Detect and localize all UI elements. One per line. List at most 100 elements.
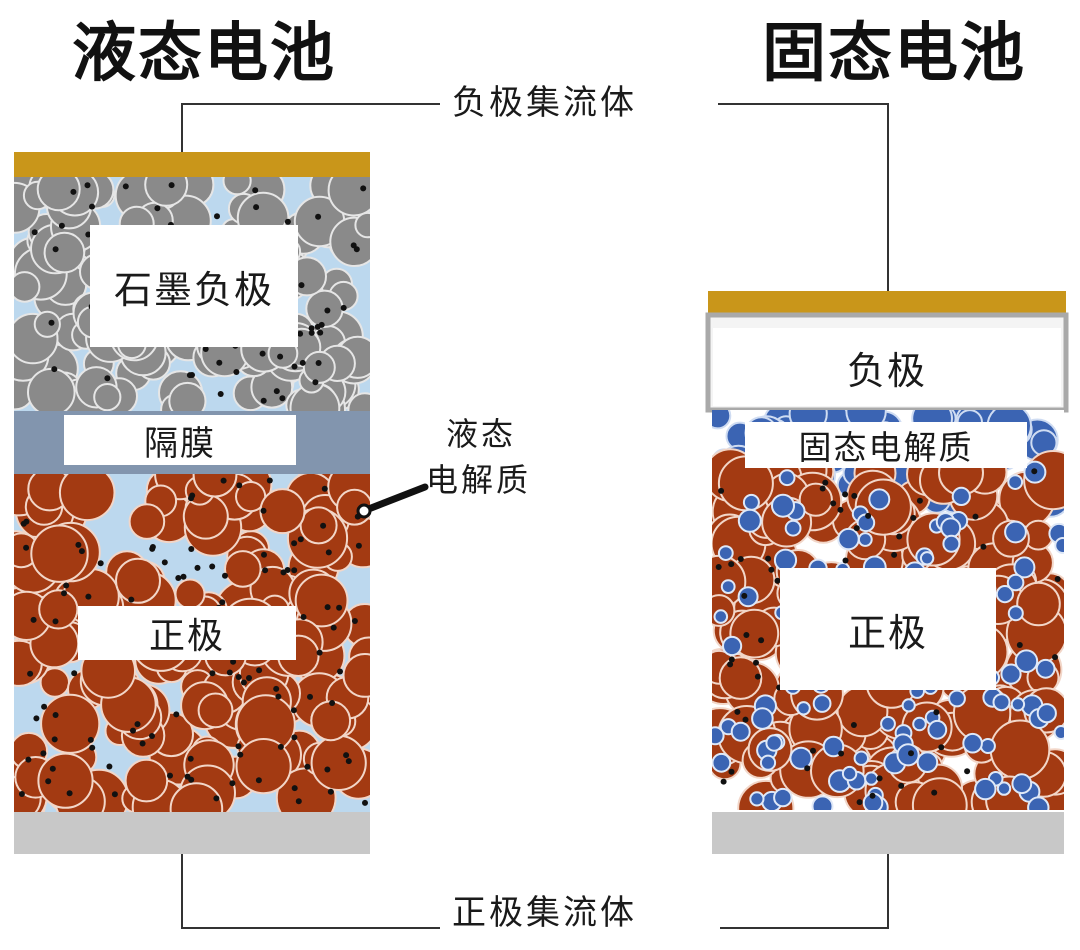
lithium-dot	[154, 205, 161, 212]
lithium-dot	[291, 734, 298, 741]
solid-electrolyte-particle	[951, 486, 971, 506]
lithium-dot	[1054, 576, 1061, 582]
lithium-dot	[97, 560, 104, 567]
graphite-particle	[327, 177, 370, 217]
solid-electrolyte-particle	[1013, 556, 1036, 579]
lithium-dot	[327, 788, 334, 795]
solid-electrolyte-particle	[712, 752, 732, 773]
lithium-dot	[851, 492, 858, 499]
lithium-dot	[353, 246, 360, 253]
lithium-dot	[324, 604, 331, 611]
solid-electrolyte-particle	[919, 551, 935, 566]
lithium-dot	[237, 751, 244, 758]
lithium-dot	[52, 246, 59, 253]
solid-electrolyte-particle	[822, 735, 845, 758]
lithium-dot	[51, 366, 58, 373]
lithium-dot	[938, 744, 945, 751]
lithium-dot	[343, 752, 350, 759]
solid-electrolyte-particle	[730, 721, 751, 742]
lithium-dot	[235, 674, 242, 680]
lithium-dot	[337, 668, 343, 675]
cathode-particle	[38, 589, 79, 630]
cathode-particle	[115, 557, 161, 604]
lithium-dot	[360, 185, 367, 192]
solid-electrolyte-particle	[1053, 725, 1064, 740]
solid-electrolyte-particle	[1010, 697, 1026, 712]
solid-electrolyte-particle	[896, 743, 920, 767]
lithium-dot	[184, 773, 191, 780]
lithium-dot	[876, 775, 883, 782]
cathode-particle	[989, 719, 1051, 781]
solid-cathode-label: 正极	[780, 568, 996, 690]
solid-electrolyte-particle	[1006, 573, 1025, 592]
solid-electrolyte-particle	[901, 698, 916, 713]
solid-electrolyte-particle	[812, 694, 832, 713]
leader-liquid-anode-collector	[181, 103, 440, 152]
lithium-dot	[52, 712, 59, 718]
graphite-particle	[14, 271, 41, 303]
solid-electrolyte-particle	[765, 734, 783, 752]
lithium-dot	[908, 750, 914, 757]
lithium-dot	[75, 541, 82, 548]
lithium-dot	[186, 372, 193, 379]
lithium-dot	[273, 685, 280, 692]
solid-electrolyte-particle	[974, 777, 997, 801]
lithium-dot	[869, 792, 876, 799]
lithium-dot	[23, 544, 30, 551]
lithium-dot	[720, 778, 727, 785]
lithium-dot	[78, 548, 85, 555]
lithium-dot	[236, 482, 243, 489]
lithium-dot	[149, 544, 156, 550]
lithium-dot	[315, 213, 322, 220]
lithium-dot	[40, 750, 47, 757]
lithium-dot	[838, 750, 845, 757]
graphite-particle	[43, 231, 86, 274]
graphite-particle	[144, 177, 189, 207]
lithium-dot	[718, 487, 725, 494]
lithium-dot	[315, 360, 322, 366]
lithium-dot	[307, 693, 313, 700]
lithium-dot	[48, 319, 55, 326]
lithium-dot	[246, 675, 252, 681]
lithium-dot	[304, 763, 311, 770]
solid-electrolyte-particle	[759, 754, 777, 771]
lithium-dot	[259, 350, 266, 357]
lithium-dot	[188, 546, 195, 552]
solid-electrolyte-particle	[773, 787, 793, 808]
cathode-particle	[718, 656, 763, 700]
lithium-dot	[317, 329, 324, 336]
lithium-dot	[291, 363, 298, 370]
lithium-dot	[853, 525, 860, 532]
lithium-dot	[130, 727, 136, 734]
lithium-dot	[277, 743, 284, 750]
lithium-dot	[931, 789, 938, 796]
lithium-dot	[964, 768, 971, 775]
lithium-dot	[217, 391, 224, 397]
lithium-dot	[734, 708, 741, 715]
solid-electrolyte-particle	[864, 771, 879, 786]
solid-electrolyte-particle	[1027, 796, 1050, 810]
solid-electrolyte-particle	[751, 707, 774, 730]
graphite-particle	[93, 383, 122, 411]
lithium-dot	[324, 307, 331, 314]
lithium-dot	[742, 716, 749, 723]
lithium-dot	[33, 715, 40, 722]
anode-collector-label: 负极集流体	[452, 83, 637, 123]
cathode-particle	[169, 782, 224, 812]
lithium-dot	[66, 790, 73, 797]
lithium-dot	[235, 743, 242, 750]
solid-electrolyte-particle	[1000, 663, 1022, 685]
cathode-particle	[299, 506, 338, 545]
lithium-dot	[168, 182, 175, 189]
lithium-dot	[316, 649, 323, 656]
lithium-dot	[51, 736, 58, 743]
solid-electrolyte-particle	[712, 410, 732, 430]
lithium-dot	[27, 670, 34, 677]
lithium-dot	[728, 768, 735, 775]
solid-electrolyte-particle	[712, 726, 725, 746]
lithium-dot	[299, 359, 306, 366]
lithium-dot	[321, 485, 328, 492]
cathode-particle	[197, 692, 234, 729]
lithium-dot	[314, 323, 321, 330]
